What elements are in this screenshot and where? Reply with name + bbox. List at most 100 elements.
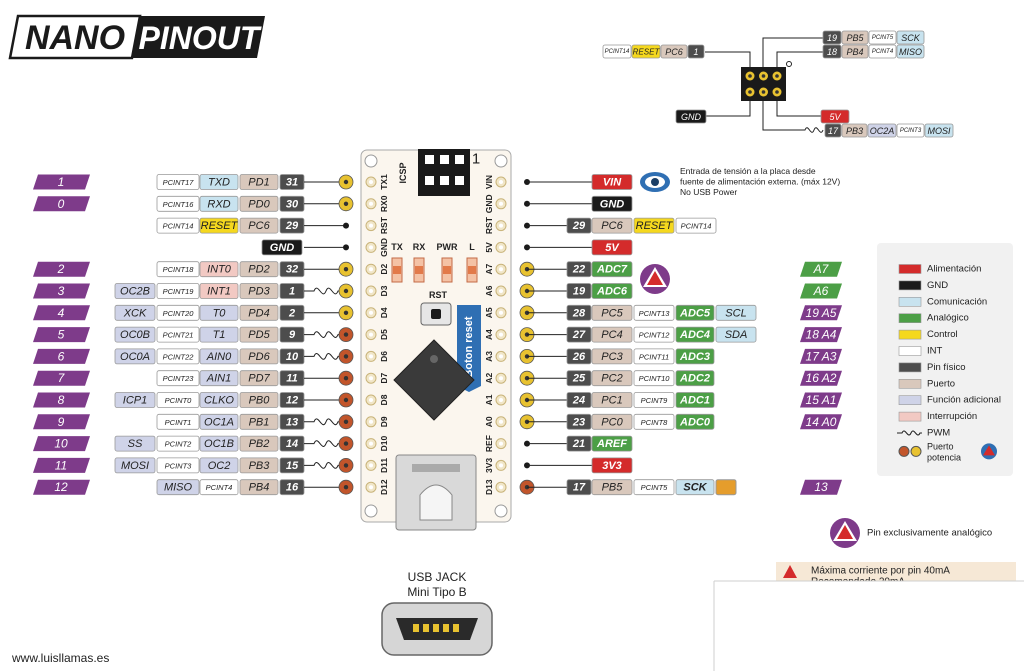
right-pc4: PC4 bbox=[601, 329, 622, 341]
func-sck-box bbox=[675, 479, 715, 496]
analog-only-legend-inner bbox=[837, 525, 853, 539]
func-oc1a: OC1A bbox=[204, 416, 234, 428]
func-ain0-box bbox=[199, 348, 239, 365]
mount-hole bbox=[494, 154, 508, 168]
analog-only-note: Pin exclusivamente analógico bbox=[867, 528, 992, 539]
func-oc2: OC2 bbox=[208, 460, 231, 472]
func-sda: SDA bbox=[725, 329, 748, 341]
silk-right-a6: A6 bbox=[484, 285, 494, 296]
right-pc2-box bbox=[591, 370, 633, 387]
phys-pin-14: 14 bbox=[286, 438, 298, 450]
pcint-pcint19-box bbox=[156, 283, 200, 299]
func-rxd: RXD bbox=[207, 198, 230, 210]
pcint-pcint20-box bbox=[156, 304, 200, 321]
vin-note-line: No USB Power bbox=[680, 187, 737, 197]
icsp-left-reset: RESET bbox=[633, 48, 661, 57]
legend-funci-n-adicional: Función adicional bbox=[927, 395, 1001, 406]
pcint-pcint2: PCINT2 bbox=[165, 440, 193, 449]
analog-pin-15-a1: 15 A1 bbox=[806, 393, 837, 407]
arduino-pin-5-box bbox=[33, 327, 90, 343]
arduino-pin-2-box bbox=[33, 261, 90, 277]
icsp-gnd: GND bbox=[681, 112, 702, 122]
phys-pin-17: 17 bbox=[573, 482, 586, 494]
legend-swatch-extra bbox=[898, 395, 922, 406]
legend-swatch-int bbox=[898, 346, 922, 356]
port-pd7-box bbox=[239, 370, 279, 387]
mount-hole bbox=[494, 504, 508, 518]
silk-right-3v3: 3V3 bbox=[484, 458, 494, 473]
legend-puerto-potencia-line2: potencia bbox=[927, 452, 961, 462]
led-label: RX bbox=[413, 242, 426, 252]
pcint-pcint21-box bbox=[156, 326, 200, 343]
icsp-top2-phys: 18 bbox=[827, 47, 837, 57]
pin-pad-center bbox=[343, 354, 349, 359]
mount-hole bbox=[364, 504, 378, 518]
usb-mini-b-contact bbox=[423, 624, 429, 632]
pwm-line bbox=[304, 353, 340, 360]
icsp-left-phys: 1 bbox=[693, 47, 698, 57]
legend-swatch-port bbox=[898, 378, 922, 389]
led-label: TX bbox=[391, 242, 403, 252]
func-oc0a: OC0A bbox=[120, 351, 150, 363]
arduino-pin-6: 6 bbox=[58, 349, 65, 363]
func-adc1: ADC1 bbox=[679, 395, 710, 407]
silk-right-a4: A4 bbox=[484, 329, 494, 340]
func-mosi-box bbox=[114, 457, 156, 474]
silk-right-gnd: GND bbox=[484, 194, 494, 213]
arduino-pin-0: 0 bbox=[58, 197, 65, 211]
icsp-top2-port: PB4 bbox=[846, 47, 863, 57]
phys-pin-13: 13 bbox=[286, 416, 298, 428]
right-pc6: PC6 bbox=[601, 220, 623, 232]
port-pd0: PD0 bbox=[248, 198, 270, 210]
icsp-top2-phys-box bbox=[822, 44, 842, 59]
board-hole-center bbox=[369, 180, 373, 184]
board-hole-center bbox=[499, 463, 503, 468]
func-oc2b-box bbox=[114, 283, 156, 299]
func-oc1b-box bbox=[199, 435, 239, 452]
board-hole-center bbox=[499, 354, 503, 359]
icsp-top1-pcint: PCINT5 bbox=[872, 35, 894, 41]
silk-right-a3: A3 bbox=[484, 351, 494, 362]
func-oc1b: OC1B bbox=[204, 438, 234, 450]
pcint-pcint12: PCINT12 bbox=[639, 331, 671, 340]
legend-puerto-potencia-line1: Puerto bbox=[927, 441, 954, 451]
analog-pin-box bbox=[800, 348, 842, 364]
pcint-pcint5-box bbox=[633, 479, 675, 496]
port-pb1: PB1 bbox=[249, 416, 270, 428]
right-pc4-box bbox=[591, 326, 633, 343]
current-note-line1: Máxima corriente por pin 40mA bbox=[811, 566, 950, 577]
func-oc2b: OC2B bbox=[120, 286, 150, 298]
right-3v3-box bbox=[591, 457, 633, 474]
arduino-pin-1: 1 bbox=[58, 175, 65, 189]
port-pb2: PB2 bbox=[249, 438, 270, 450]
port-pb3: PB3 bbox=[249, 460, 271, 472]
icsp-pwm-line bbox=[762, 101, 824, 133]
vin-note-line: fuente de alimentación externa. (máx 12V… bbox=[680, 177, 840, 187]
right-gnd-box bbox=[591, 195, 633, 212]
right-pc5: PC5 bbox=[601, 307, 623, 319]
icsp-pin bbox=[425, 155, 434, 164]
icsp-bottom-func-box bbox=[924, 123, 954, 138]
right-5v: 5V bbox=[605, 242, 620, 254]
pcint-pcint5: PCINT5 bbox=[641, 483, 669, 492]
func-icp1: ICP1 bbox=[123, 395, 147, 407]
pcint-pcint10: PCINT10 bbox=[639, 374, 671, 383]
silk-right-vin: VIN bbox=[484, 175, 494, 189]
func-adc0-box bbox=[675, 413, 715, 430]
analog-pin-box bbox=[800, 283, 842, 299]
right-adc6: ADC6 bbox=[596, 286, 628, 298]
arduino-pin-7: 7 bbox=[58, 371, 66, 385]
port-pd7: PD7 bbox=[248, 373, 270, 385]
led-indicator-icon bbox=[715, 479, 737, 496]
silk-right-a1: A1 bbox=[484, 394, 494, 405]
pin-pad-center bbox=[343, 332, 349, 337]
board-hole-center bbox=[369, 485, 373, 490]
func-adc3: ADC3 bbox=[679, 351, 710, 363]
phys-pin-21: 21 bbox=[572, 438, 585, 450]
usb-mini-b-contact bbox=[433, 624, 439, 632]
func-rxd-box bbox=[199, 195, 239, 212]
right-pc2: PC2 bbox=[601, 373, 622, 385]
icsp-left-pcint-box bbox=[602, 44, 632, 59]
phys-pin-29-box bbox=[566, 217, 592, 234]
func-adc1-box bbox=[675, 392, 715, 408]
